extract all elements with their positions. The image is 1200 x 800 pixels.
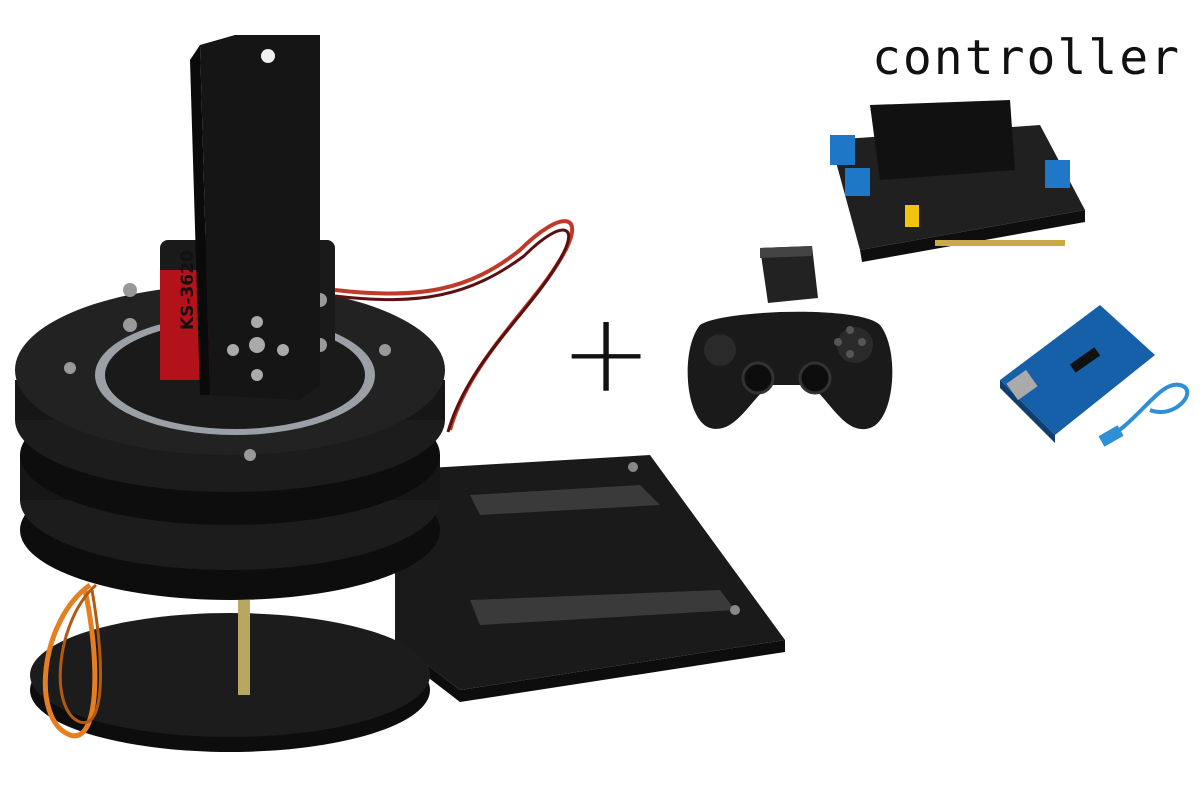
controller-title: controller — [872, 30, 1181, 86]
plus-sign: + — [560, 289, 653, 417]
bottom-disc — [30, 600, 430, 752]
arduino-board — [1000, 305, 1190, 447]
servo-model-label: KS-3620 — [178, 250, 198, 330]
u-bracket — [190, 35, 320, 400]
wireless-receiver — [760, 246, 818, 303]
gamepad — [687, 311, 893, 430]
servo-wires — [42, 219, 575, 739]
mounting-plate — [395, 455, 785, 702]
controller-shield-board — [830, 100, 1085, 262]
